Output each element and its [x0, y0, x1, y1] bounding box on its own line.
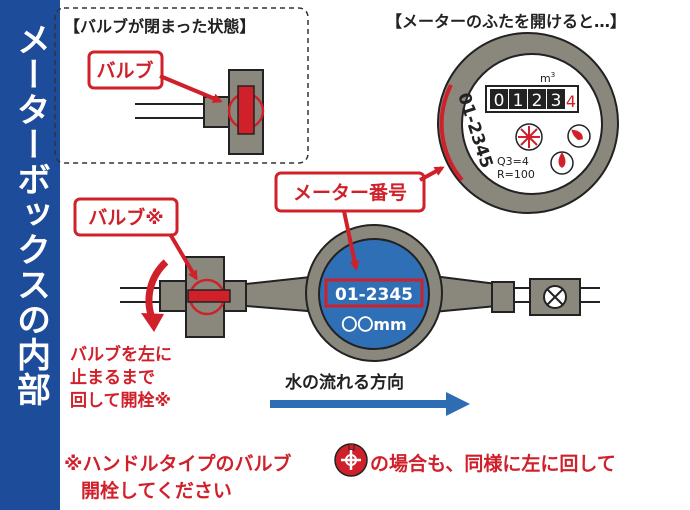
dial-pointer-icon-1 — [567, 124, 591, 148]
meter-unit: m3 — [540, 71, 555, 85]
opened-meter-title: 【メーターのふたを開けると…】 — [386, 12, 626, 31]
main-meter-serial-box — [324, 278, 424, 308]
meter-number-arrow-up — [419, 166, 445, 182]
digit-cell-0 — [490, 89, 508, 109]
digit-red: 4 — [566, 92, 576, 111]
meter-unit-sup: 3 — [551, 71, 555, 79]
turn-note-line-2: 止まるまで — [70, 367, 155, 388]
sidebar-title: メーターボックスの内部 — [10, 22, 51, 407]
main-valve-label: バルブ※ — [88, 206, 163, 229]
footnote-line-2: 開栓してください — [81, 479, 232, 502]
left-coupling — [159, 280, 187, 312]
flow-arrow-shaft — [270, 400, 448, 408]
meter-serial-highlight — [439, 84, 464, 182]
closed-valve-arrow — [159, 74, 223, 103]
meter-number-label-box — [274, 171, 426, 213]
digit-cell-3 — [547, 89, 565, 109]
meter-number-label: メーター番号 — [293, 182, 407, 204]
digit-0: 0 — [494, 91, 505, 111]
rotate-left-arrow — [145, 259, 169, 320]
footnote-line-1-after: の場合も、同様に左に回して — [370, 452, 616, 475]
flow-arrow-head — [446, 392, 470, 416]
turn-note-line-3: 回して開栓※ — [70, 390, 171, 411]
meter-q3: Q3=4 — [497, 155, 529, 168]
footnote-line-1-before: ※ハンドルタイプのバルブ — [64, 452, 291, 475]
check-valve-icon — [543, 285, 567, 309]
dial-pointer-icon-2 — [550, 151, 574, 175]
closed-valve-title: 【バルブが閉まった状態】 — [64, 17, 255, 36]
meter-detail: 01-2345 0 1 2 3 4 m3 — [437, 32, 619, 214]
closed-valve-label: バルブ — [96, 59, 153, 82]
sidebar: メーターボックスの内部 — [0, 0, 60, 510]
digit-cell-2 — [528, 89, 546, 109]
star-wheel-icon — [515, 123, 543, 151]
meter-number-arrow-down — [342, 210, 360, 271]
meter-r: R=100 — [497, 168, 535, 181]
meter-unit-base: m — [540, 72, 551, 85]
main-valve-arrow — [168, 232, 198, 281]
main-valve-label-box — [73, 197, 179, 237]
digit-2: 2 — [532, 91, 543, 111]
digit-3: 3 — [551, 91, 562, 111]
digit-1: 1 — [513, 91, 524, 111]
main-meter-face — [318, 238, 430, 350]
handle-valve-icon — [334, 443, 368, 477]
closed-valve-label-box — [87, 50, 164, 90]
main-valve-handle — [187, 289, 231, 303]
closed-valve-handle — [237, 85, 255, 135]
closed-valve-frame — [54, 7, 309, 164]
digit-cell-1 — [509, 89, 527, 109]
closed-valve-panel: 【バルブが閉まった状態】 バルブ — [54, 7, 309, 164]
turn-note-line-1: バルブを左に — [70, 344, 172, 365]
flow-direction-label: 水の流れる方向 — [285, 372, 404, 393]
main-meter-size: 〇〇mm — [341, 315, 406, 334]
rotate-left-arrowhead — [141, 313, 164, 332]
main-pipe-assembly: 01-2345 〇〇mm — [120, 224, 600, 362]
main-meter-serial: 01-2345 — [335, 285, 413, 305]
outlet-coupling — [491, 281, 515, 313]
